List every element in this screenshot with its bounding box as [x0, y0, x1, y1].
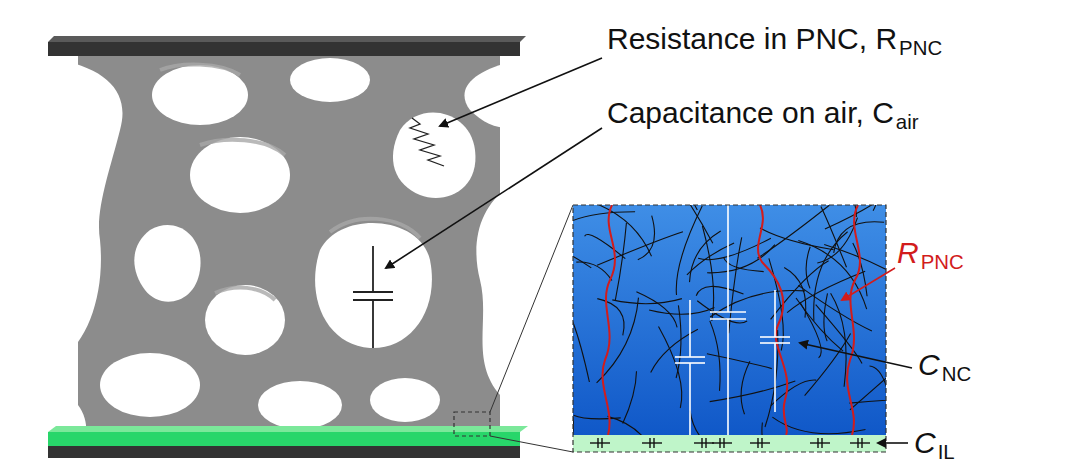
nanowire	[710, 321, 720, 391]
nanowire	[597, 299, 624, 336]
nanowire	[696, 286, 743, 295]
label-text: C	[918, 348, 940, 381]
subscript-text: PNC	[921, 251, 964, 273]
subscript-text: PNC	[899, 37, 942, 59]
nanowire	[576, 262, 612, 281]
interface-capacitor	[590, 438, 610, 448]
nanowire	[741, 361, 750, 414]
nanowire	[574, 415, 621, 419]
nanowire	[659, 327, 682, 408]
interface-capacitor	[750, 438, 770, 448]
bottom-electrode	[48, 446, 520, 458]
nanowire	[724, 257, 764, 271]
nanowire	[697, 301, 747, 323]
label-text: Resistance in PNC, R	[607, 22, 897, 55]
interface-capacitor	[694, 438, 714, 448]
nanowire	[771, 380, 816, 406]
interface-capacitors	[590, 438, 870, 448]
nanowire	[595, 205, 652, 256]
ionic-layer	[48, 432, 520, 446]
conduction-path	[603, 205, 860, 435]
nanowire	[710, 290, 805, 317]
nanowire	[690, 411, 741, 435]
leader-line	[878, 442, 908, 444]
nanowire	[649, 308, 714, 315]
interface-capacitor	[850, 438, 870, 448]
subscript-text: NC	[942, 363, 971, 385]
resistor-symbol	[410, 118, 444, 166]
label-text: R	[897, 236, 919, 269]
nanowire	[623, 371, 637, 423]
nanowire	[687, 243, 734, 275]
leader-line	[800, 343, 912, 368]
inset-capacitors	[675, 205, 790, 435]
leader-line	[842, 268, 895, 300]
nanowire	[787, 271, 865, 312]
nanowire	[612, 299, 682, 304]
nanowire	[651, 329, 698, 372]
inset-ionic-layer	[573, 435, 886, 452]
subscript-text: air	[896, 111, 919, 133]
nanowire	[676, 206, 702, 295]
nanowire	[821, 206, 847, 267]
nanowire	[573, 303, 589, 382]
nanowire	[800, 302, 821, 358]
interface-capacitor	[810, 438, 830, 448]
nanowire	[784, 267, 806, 317]
nanowire	[870, 366, 887, 408]
nanowire	[849, 399, 886, 404]
nanowire	[710, 381, 796, 402]
nanowire	[676, 205, 713, 243]
nanowire	[762, 423, 780, 436]
nanowire	[636, 292, 677, 328]
callout-cnc: CNC	[918, 350, 971, 384]
nanowire	[760, 228, 834, 250]
nanowire	[824, 293, 828, 341]
nanowire	[702, 226, 713, 321]
callout-capacitance: Capacitance on air, Cair	[607, 98, 919, 132]
callout-cil: CIL	[914, 428, 955, 462]
nanowire	[806, 247, 810, 289]
callout-rpnc: RPNC	[897, 238, 964, 272]
porous-structure	[60, 55, 520, 440]
nanowire	[573, 242, 591, 268]
nanowire	[573, 212, 635, 226]
nanowire	[771, 261, 829, 320]
leader-line	[440, 58, 602, 126]
nanowire	[873, 205, 881, 211]
interface-capacitor	[642, 438, 662, 448]
nanowire	[798, 285, 872, 331]
subscript-text: IL	[938, 441, 955, 463]
callout-resistance: Resistance in PNC, RPNC	[607, 24, 942, 58]
nanowire	[831, 293, 847, 387]
zoom-box	[454, 412, 490, 436]
nanowire	[765, 330, 778, 427]
leader-line	[386, 128, 602, 268]
nanowire	[707, 354, 772, 369]
label-text: Capacitance on air, C	[607, 96, 894, 129]
nanowire	[608, 416, 663, 435]
nanowire	[664, 205, 697, 210]
label-text: C	[914, 426, 936, 459]
top-electrode	[48, 42, 520, 56]
nanowire	[638, 216, 655, 260]
nanowire	[824, 244, 886, 277]
nanowire	[615, 223, 626, 301]
zoom-line	[490, 436, 573, 452]
inset-border	[573, 205, 886, 452]
capacitor-symbol	[353, 246, 393, 348]
zoom-line	[490, 205, 573, 412]
interface-capacitor	[712, 438, 732, 448]
inset-composite	[573, 205, 886, 435]
nanowire	[597, 232, 683, 266]
nanowire	[585, 235, 626, 259]
nanowire-network	[573, 205, 886, 435]
